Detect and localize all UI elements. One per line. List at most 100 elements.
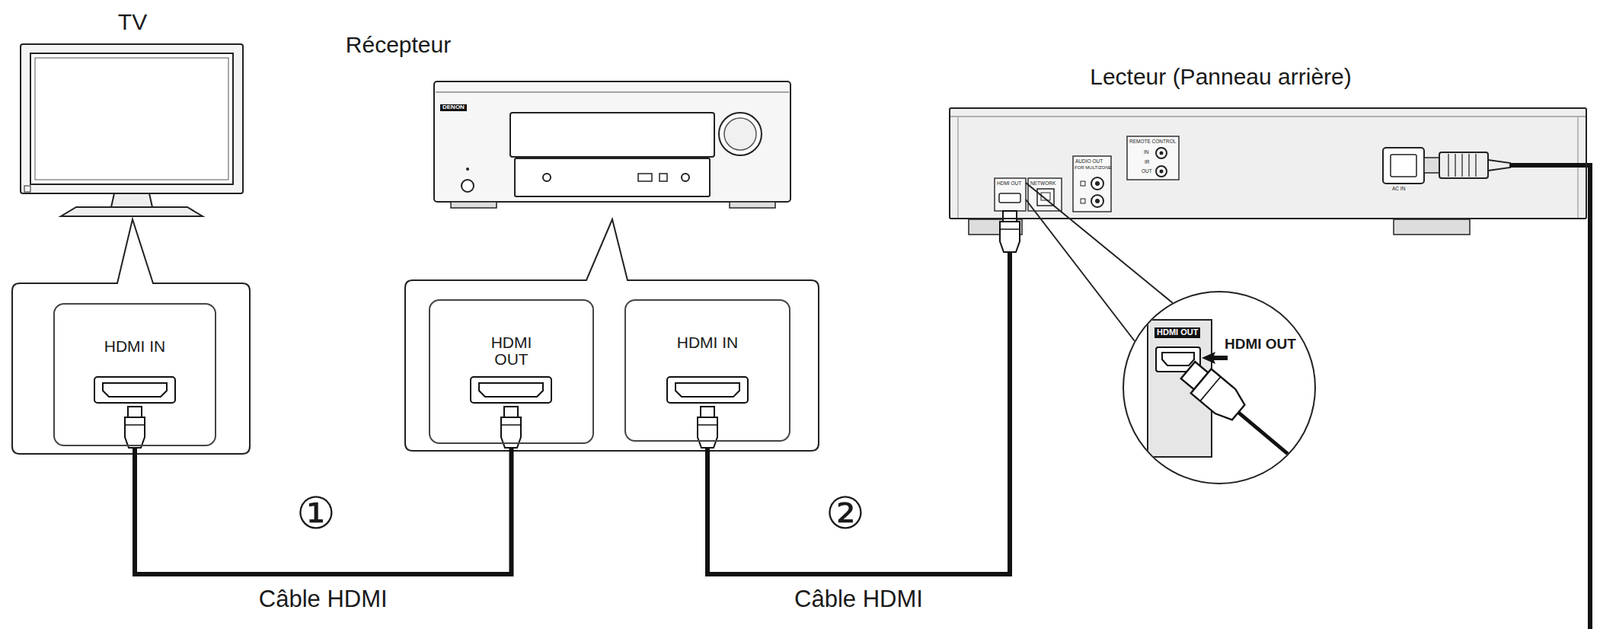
terminal-label: NETWORK — [1030, 180, 1056, 186]
player-illustration — [1447, 153, 1450, 177]
tv-illustration — [24, 185, 31, 192]
player-illustration — [1390, 154, 1417, 177]
player-illustration — [1095, 198, 1100, 204]
zoom-detail — [1201, 351, 1228, 365]
receiver-illustration — [542, 173, 551, 182]
player-illustration — [1468, 153, 1470, 177]
receiver-illustration — [514, 158, 710, 197]
player-illustration — [1095, 181, 1100, 186]
receiver-illustration — [435, 91, 789, 93]
receiver-illustration — [718, 112, 762, 156]
zoom-detail — [1147, 319, 1348, 508]
receiver-illustration — [466, 167, 470, 171]
tv-illustration — [111, 193, 153, 208]
terminal-label: FOR MULTIZONE — [1074, 165, 1112, 171]
tv-illustration — [60, 207, 203, 217]
port-box: HDMI IN — [53, 303, 217, 447]
zoom-detail — [1178, 357, 1348, 508]
hdmi-plug — [999, 210, 1020, 253]
leader-line — [1025, 199, 1135, 342]
port-name: HDMI OUT — [479, 334, 544, 368]
callout-panel — [405, 219, 819, 451]
player-illustration — [1080, 181, 1086, 186]
hdmi-cable — [134, 443, 512, 575]
zoom-detail — [1200, 376, 1221, 402]
port-name: HDMI IN — [104, 338, 167, 355]
player-illustration — [948, 107, 1591, 629]
player-illustration — [1475, 153, 1477, 177]
device-title: Récepteur — [345, 31, 451, 58]
player-illustration — [1159, 151, 1164, 156]
terminal-label: OUT — [1141, 168, 1153, 174]
player-illustration — [1080, 198, 1086, 204]
hdmi-port — [94, 376, 176, 403]
player-illustration — [1439, 152, 1489, 179]
receiver-illustration — [659, 173, 668, 182]
receiver-illustration — [638, 173, 652, 182]
hdmi-plug — [124, 406, 145, 448]
terminal-label: IN — [1143, 149, 1150, 155]
receiver-illustration — [450, 201, 497, 208]
receiver-illustration — [681, 173, 690, 182]
player-illustration — [1127, 136, 1179, 180]
hdmi-cable — [707, 219, 1010, 575]
receiver-illustration — [729, 201, 776, 208]
leader-line — [1025, 182, 1173, 304]
player-illustration — [1091, 177, 1104, 190]
player-illustration — [957, 116, 959, 218]
receiver-illustration — [724, 118, 757, 151]
device-title: Lecteur (Panneau arrière) — [1089, 64, 1352, 90]
hdmi-port — [470, 376, 552, 403]
player-illustration — [1454, 153, 1457, 177]
device-title: TV — [118, 9, 147, 35]
terminal-label: AUDIO OUT — [1075, 158, 1103, 164]
port-label: HDMI OUT — [1154, 327, 1201, 339]
player-rear-panel: Lecteur (Panneau arrière) — [948, 107, 1588, 220]
tv-illustration — [20, 44, 243, 194]
zoom-detail — [1238, 412, 1338, 496]
callout-number: ① — [296, 491, 336, 536]
tv-illustration — [20, 44, 243, 217]
player-illustration — [1073, 156, 1112, 212]
receiver-illustration — [461, 179, 474, 192]
player-illustration — [1028, 178, 1062, 211]
port-box: HDMI OUT — [428, 299, 595, 444]
hdmi-plug — [501, 406, 521, 448]
hdmi-port — [667, 376, 748, 403]
player-illustration — [948, 107, 1588, 220]
player-illustration — [1156, 166, 1167, 177]
player-illustration — [1382, 147, 1425, 184]
player-illustration — [1091, 194, 1104, 208]
port-box: HDMI IN — [624, 299, 791, 442]
zoom-circle: HDMI OUTHDMI OUT — [1122, 290, 1316, 485]
callout-panel — [12, 219, 250, 454]
terminal-label: AC IN — [1392, 185, 1406, 192]
player-illustration — [994, 178, 1026, 211]
tv-illustration — [30, 53, 234, 185]
port-name: HDMI IN — [677, 334, 739, 352]
zoom-detail — [1191, 368, 1249, 425]
player-illustration — [1424, 157, 1440, 173]
player-illustration — [950, 115, 1586, 118]
player-illustration — [1488, 159, 1511, 171]
terminal-label: IR — [1144, 159, 1150, 165]
player-illustration — [1159, 169, 1164, 174]
player-illustration — [999, 193, 1021, 203]
player-illustration — [1393, 219, 1470, 235]
receiver-illustration — [434, 81, 791, 202]
terminal-label: HDMI OUT — [996, 180, 1022, 186]
receiver-illustration — [510, 112, 715, 157]
receiver-illustration — [434, 81, 791, 208]
tv-illustration — [35, 57, 229, 180]
brand-logo: DENON — [440, 104, 467, 112]
player-illustration — [1156, 147, 1167, 159]
cable-label: Câble HDMI — [791, 586, 927, 613]
terminal-label: REMOTE CONTROL — [1129, 138, 1176, 144]
zoom-detail — [1162, 352, 1195, 366]
zoom-circle-ground — [1122, 290, 1316, 485]
player-illustration — [1461, 153, 1463, 177]
